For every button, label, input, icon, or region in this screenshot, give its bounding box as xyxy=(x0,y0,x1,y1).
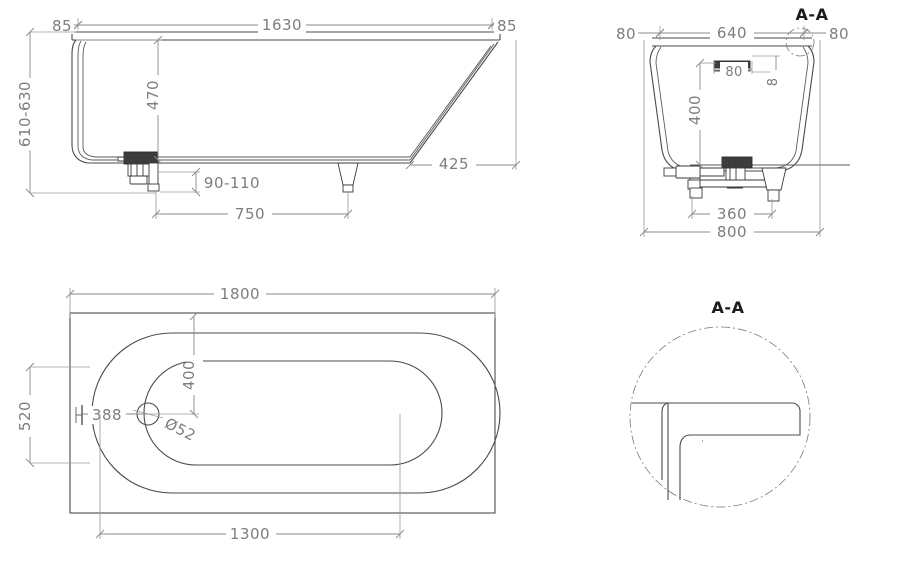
dim-360: 360 xyxy=(687,196,777,223)
dim-value-85-left: 85 xyxy=(52,17,72,35)
dim-value-1300: 1300 xyxy=(230,525,270,543)
dim-400-plan: 400 xyxy=(148,311,203,419)
dim-610-630: 610-630 xyxy=(16,27,156,198)
section-label-aa-top: A-A xyxy=(796,5,829,24)
dim-value-425: 425 xyxy=(439,155,469,173)
overflow-slot-plan xyxy=(75,405,83,425)
dim-value-80-right: 80 xyxy=(829,25,849,43)
dim-value-overflow-80: 80 xyxy=(725,65,742,80)
dim-85-left: 85 xyxy=(50,17,83,35)
dim-value-overflow-8: 8 xyxy=(766,78,781,87)
dim-value-800: 800 xyxy=(717,223,747,241)
dim-388: 388 xyxy=(82,406,148,424)
dim-640: 640 xyxy=(655,24,809,42)
dim-90-110: 90-110 xyxy=(158,167,266,197)
dim-value-1630: 1630 xyxy=(262,16,302,34)
dim-overflow-80: 80 xyxy=(713,61,753,80)
dim-800: 800 xyxy=(639,40,825,241)
waste-assembly-elevation xyxy=(117,151,160,192)
dim-value-750: 750 xyxy=(235,205,265,223)
dim-520: 520 xyxy=(16,362,90,468)
dim-470: 470 xyxy=(76,35,167,165)
support-leg-elevation xyxy=(337,162,359,193)
dim-85-right: 85 xyxy=(487,17,520,35)
dim-value-1800: 1800 xyxy=(220,285,260,303)
dim-value-610-630: 610-630 xyxy=(16,81,34,147)
support-foot-section xyxy=(761,167,787,202)
dim-750: 750 xyxy=(151,192,353,223)
dim-value-90-110: 90-110 xyxy=(204,174,260,192)
dim-425: 425 xyxy=(405,40,521,173)
dim-1800: 1800 xyxy=(65,285,500,318)
detail-label-aa: A-A xyxy=(712,298,745,317)
dim-value-640: 640 xyxy=(717,24,747,42)
dim-value-360: 360 xyxy=(717,205,747,223)
dim-80-right: 80 xyxy=(799,25,852,43)
dim-value-400-section: 400 xyxy=(686,95,704,125)
dim-1300: 1300 xyxy=(95,414,405,543)
dim-value-85-right: 85 xyxy=(497,17,517,35)
dim-80-left: 80 xyxy=(614,25,665,43)
dim-value-400-plan: 400 xyxy=(180,360,198,390)
dim-value-520: 520 xyxy=(16,401,34,431)
dim-value-470: 470 xyxy=(144,80,162,110)
dim-value-388: 388 xyxy=(92,406,122,424)
dim-value-80-left: 80 xyxy=(616,25,636,43)
dim-overflow-8: 8 xyxy=(752,55,784,87)
dim-400-section: 400 xyxy=(686,58,716,170)
